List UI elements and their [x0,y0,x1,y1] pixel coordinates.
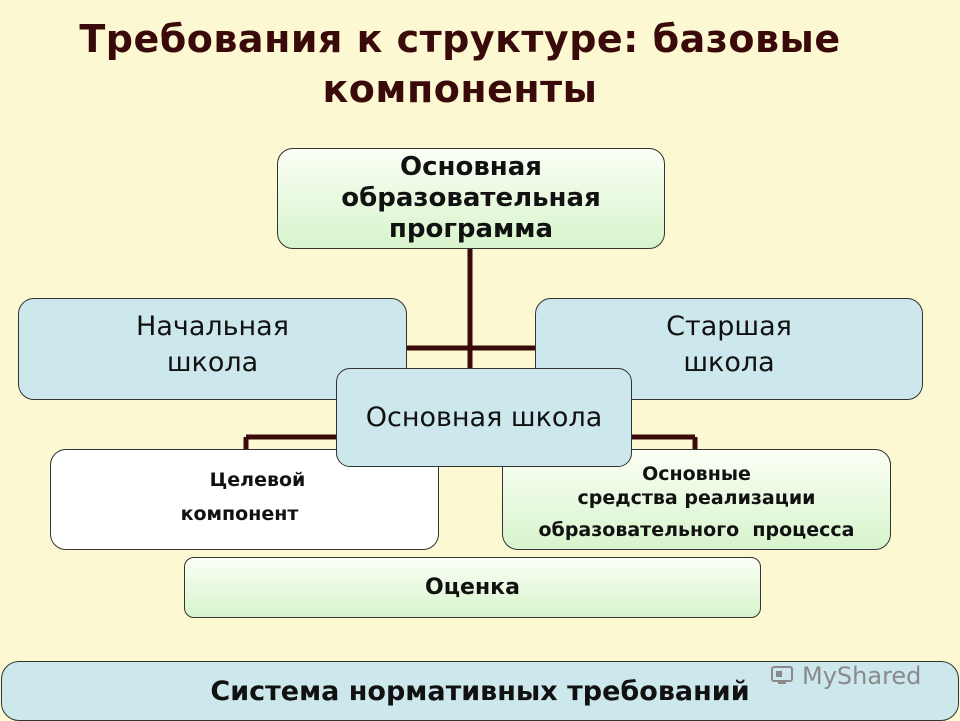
implementation-means-line3: образовательного процесса [538,518,855,541]
requirements-system-box: Система нормативных требований [1,661,959,721]
implementation-means-line2: средства реализации [577,486,816,509]
requirements-system-label: Система нормативных требований [210,675,750,707]
basic-school-label: Основная школа [365,402,603,433]
target-component-line1: Целевой [209,468,306,491]
main-program-line2: образовательная [341,183,601,213]
evaluation-label: Оценка [425,575,520,600]
primary-school-line2: школа [166,347,259,378]
myshared-watermark: MyShared [770,661,921,691]
main-program-box: Основная образовательная программа [277,148,665,249]
slide-title-line1: Требования к структуре: базовые [79,17,841,61]
main-program-line1: Основная [400,152,542,182]
senior-school-line2: школа [683,347,775,378]
myshared-logo-icon [770,665,796,687]
slide-title-line2: компоненты [322,67,598,111]
implementation-means-line1: Основные [642,462,751,485]
primary-school-line1: Начальная [136,311,289,342]
evaluation-box: Оценка [184,557,761,618]
basic-school-box: Основная школа [336,368,632,467]
slide-title: Требования к структуре: базовые компонен… [0,14,920,114]
senior-school-line1: Старшая [666,311,792,342]
target-component-line2: компонент [180,502,299,525]
main-program-line3: программа [388,214,554,244]
myshared-text: MyShared [802,662,922,690]
implementation-means-box: Основные средства реализации образовател… [502,449,891,550]
